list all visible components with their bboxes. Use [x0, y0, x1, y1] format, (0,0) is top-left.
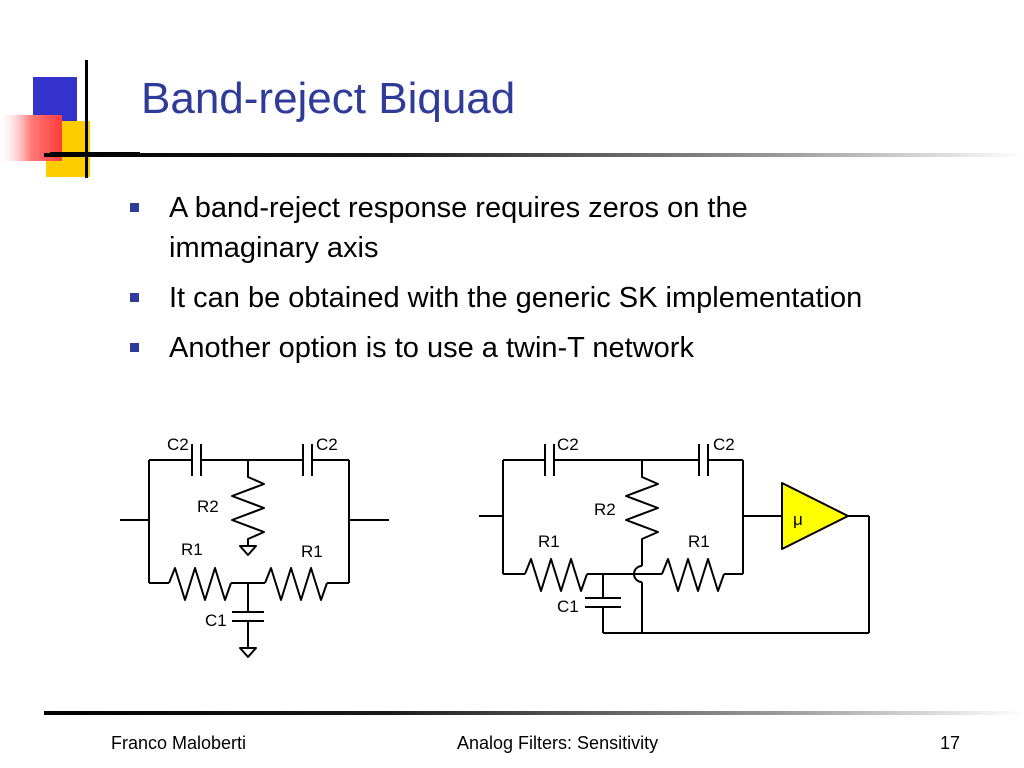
- amplifier-icon: [781, 482, 849, 550]
- twin-t-amplifier-circuit: μ C2 C2 R2 R1 R1 C1: [479, 435, 870, 634]
- bullet-item: Another option is to use a twin-T networ…: [130, 328, 890, 368]
- resistor-r2: [231, 460, 265, 546]
- bullet-item: A band-reject response requires zeros on…: [130, 188, 890, 268]
- resistor-r1-left: [168, 567, 232, 601]
- bullet-square-icon: [130, 293, 139, 302]
- footer-divider: [44, 711, 1024, 715]
- label-c2: C2: [316, 435, 338, 454]
- footer-course: Analog Filters: Sensitivity: [457, 733, 659, 753]
- label-c2: C2: [713, 435, 735, 454]
- footer-author: Franco Maloberti: [111, 733, 247, 753]
- bullet-text: It can be obtained with the generic SK i…: [169, 282, 863, 314]
- amplifier-gain-label: μ: [793, 510, 803, 529]
- title-divider: [44, 153, 1024, 157]
- bullet-list: A band-reject response requires zeros on…: [130, 188, 890, 378]
- bullet-text: Another option is to use a twin-T networ…: [169, 332, 694, 364]
- twin-t-network: C2 C2 R2 R1 R1 C1: [120, 435, 389, 658]
- resistor-r1-left: [524, 558, 588, 592]
- label-c2: C2: [167, 435, 189, 454]
- bullet-square-icon: [130, 343, 139, 352]
- bullet-text: A band-reject response requires zeros on…: [169, 192, 748, 264]
- label-r1: R1: [538, 532, 560, 551]
- label-r1: R1: [688, 532, 710, 551]
- ground-icon: [239, 545, 257, 556]
- label-c2: C2: [557, 435, 579, 454]
- resistor-r2: [625, 460, 659, 566]
- label-r1: R1: [301, 542, 323, 561]
- label-r2: R2: [197, 497, 219, 516]
- ground-icon: [239, 647, 257, 658]
- resistor-r1-right: [661, 558, 725, 592]
- footer-page-number: 17: [940, 733, 961, 753]
- label-r1: R1: [181, 540, 203, 559]
- vertical-line: [85, 60, 88, 178]
- label-r2: R2: [594, 500, 616, 519]
- bullet-square-icon: [130, 203, 139, 212]
- label-c1: C1: [205, 611, 227, 630]
- label-c1: C1: [557, 597, 579, 616]
- resistor-r1-right: [264, 567, 328, 601]
- bullet-item: It can be obtained with the generic SK i…: [130, 278, 890, 318]
- slide-title: Band-reject Biquad: [141, 74, 516, 123]
